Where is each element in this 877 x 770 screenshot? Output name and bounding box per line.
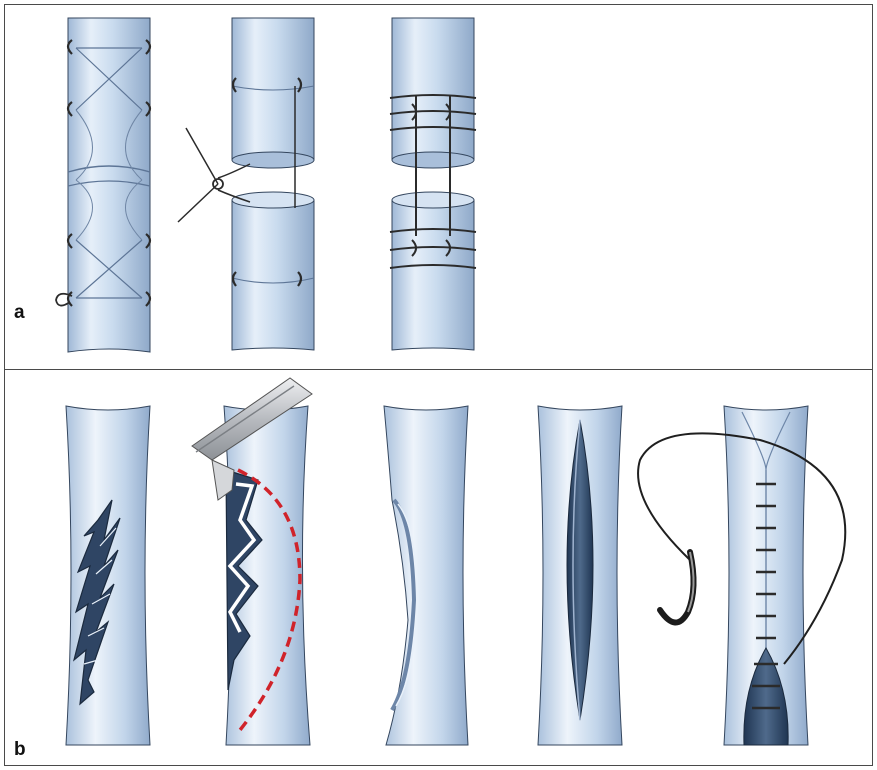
sutured-vessel-needle-icon [638,406,845,745]
debridement-forceps-icon [192,378,312,745]
stay-sutures-vessel-ends-icon [178,18,314,350]
panel-label-a: a [14,303,25,322]
panel-label-b: b [14,740,26,759]
torn-vessel-wall-icon [66,406,150,745]
figure8-suture-vessel-icon [56,18,150,352]
horizontal-mattress-anastomosis-icon [390,18,476,350]
elliptical-defect-vessel-icon [538,406,622,745]
excised-wall-vessel-icon [384,406,468,745]
